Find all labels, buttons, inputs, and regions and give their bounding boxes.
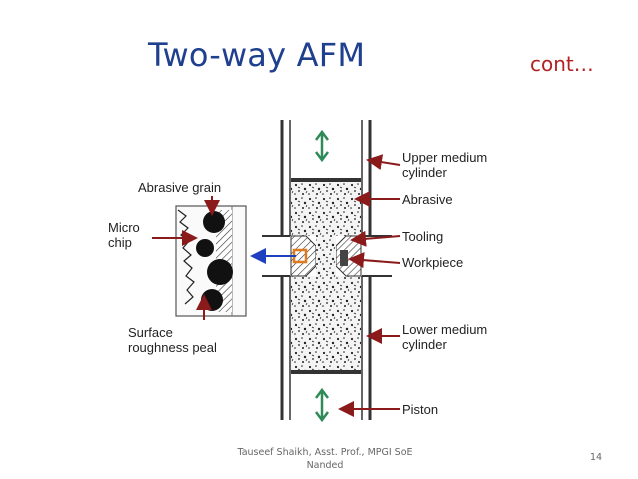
medium-motion-arrow-top <box>315 129 329 163</box>
footer-author-line2: Nanded <box>306 460 344 471</box>
footer-author: Tauseef Shaikh, Asst. Prof., MPGI SoE Na… <box>220 446 430 472</box>
label-micro: Micro <box>108 220 140 235</box>
continuation-label: cont… <box>530 52 594 76</box>
label-surface: Surface <box>128 325 173 340</box>
label-roughness-peal: roughness peal <box>128 340 217 355</box>
piston-motion-arrow <box>315 387 329 423</box>
label-piston: Piston <box>402 402 438 417</box>
label-tooling: Tooling <box>402 229 443 244</box>
upper-medium-cylinder <box>280 120 372 236</box>
abrasive-grain-particle <box>203 211 225 233</box>
label-abrasive: Abrasive <box>402 192 453 207</box>
label-workpiece: Workpiece <box>402 255 463 270</box>
label-lower-medium: Lower medium <box>402 322 487 337</box>
left-pointer-arrows <box>152 196 220 320</box>
right-pointer-arrows <box>338 154 401 417</box>
label-upper-cylinder: cylinder <box>402 165 447 180</box>
label-abrasive-grain: Abrasive grain <box>138 180 221 195</box>
label-chip: chip <box>108 235 132 250</box>
slide-title: Two-way AFM <box>148 36 366 74</box>
page-number: 14 <box>590 452 603 463</box>
label-lower-cylinder: cylinder <box>402 337 447 352</box>
lower-medium-cylinder <box>280 276 372 420</box>
magnified-inset <box>175 205 247 317</box>
footer-author-line1: Tauseef Shaikh, Asst. Prof., MPGI SoE <box>237 447 413 458</box>
label-upper-medium: Upper medium <box>402 150 487 165</box>
